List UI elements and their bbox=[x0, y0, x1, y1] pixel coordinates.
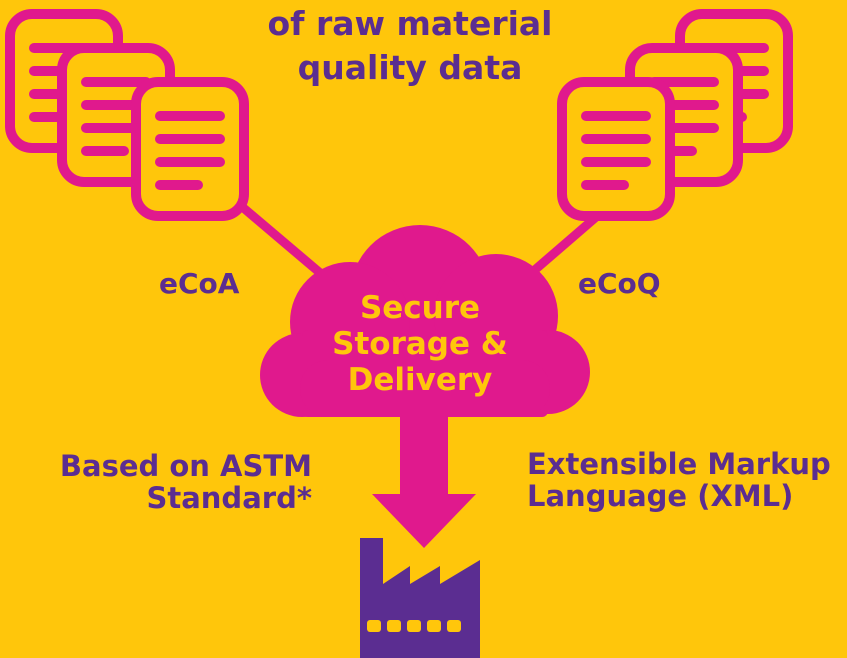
arrow-down-icon bbox=[372, 410, 476, 548]
astm-note: Based on ASTM Standard* bbox=[60, 450, 312, 514]
cloud-label-line-1: Secure bbox=[359, 290, 481, 326]
factory-icon bbox=[360, 538, 480, 658]
astm-note-line-2: Standard* bbox=[146, 481, 312, 515]
ecoa-label: eCoA bbox=[159, 267, 240, 300]
cloud-icon bbox=[260, 225, 590, 417]
xml-note: Extensible Markup Language (XML) bbox=[527, 448, 831, 512]
cloud-label-line-3: Delivery bbox=[347, 362, 493, 398]
heading-line-1: of raw material bbox=[267, 4, 553, 43]
ecoq-label: eCoQ bbox=[578, 267, 661, 300]
cloud-label-line-2: Storage & bbox=[332, 326, 508, 362]
xml-note-line-2: Language (XML) bbox=[527, 479, 794, 513]
heading-line-2: quality data bbox=[297, 48, 523, 87]
heading: of raw material quality data bbox=[200, 2, 620, 90]
xml-note-line-1: Extensible Markup bbox=[527, 447, 831, 481]
astm-note-line-1: Based on ASTM bbox=[59, 449, 312, 483]
cloud-label: Secure Storage & Delivery bbox=[300, 290, 540, 398]
